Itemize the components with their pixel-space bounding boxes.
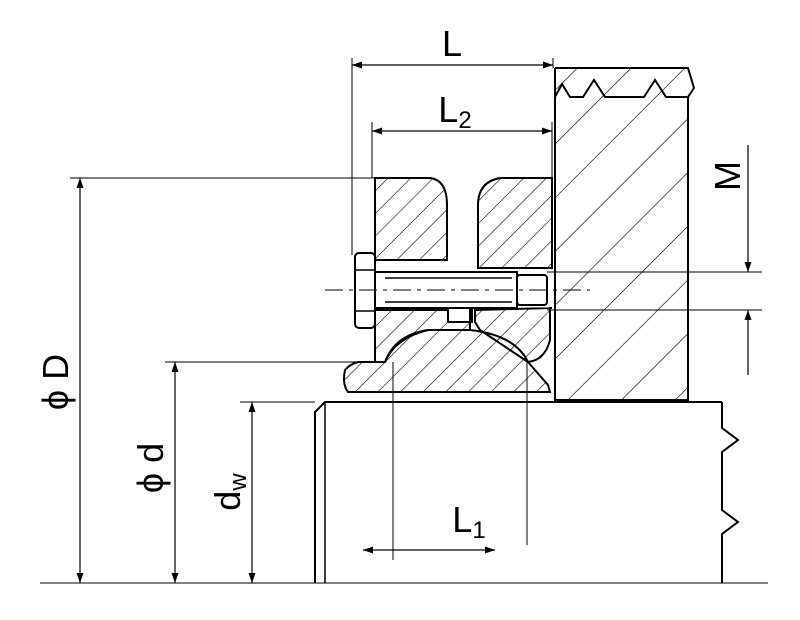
shaft-break-line bbox=[721, 402, 740, 583]
locking-screw bbox=[354, 252, 548, 329]
label-L: L bbox=[442, 23, 462, 64]
label-phid: ϕ d bbox=[130, 443, 171, 493]
dimension-lines bbox=[76, 61, 752, 583]
hub bbox=[554, 67, 696, 401]
label-dw: dw bbox=[207, 473, 252, 511]
inner-ring bbox=[343, 329, 552, 393]
outer-ring-right bbox=[474, 177, 553, 364]
label-M: M bbox=[707, 161, 748, 191]
label-phiD: ϕ D bbox=[35, 354, 76, 410]
shaft bbox=[314, 401, 740, 583]
label-L1: L1 bbox=[452, 499, 485, 544]
hub-break-line bbox=[554, 67, 696, 98]
label-L2: L2 bbox=[438, 89, 471, 134]
